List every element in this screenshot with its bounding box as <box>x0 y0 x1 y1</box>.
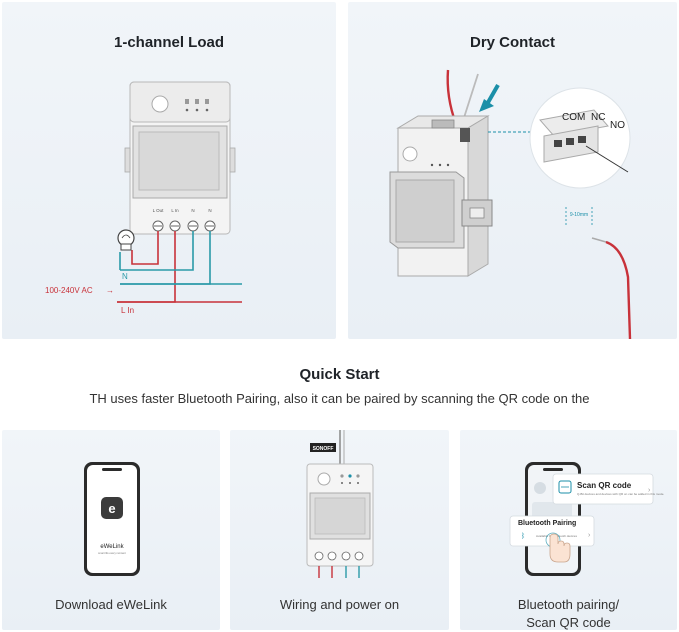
nc-label: NC <box>591 112 605 123</box>
bluetooth-pairing-title: Bluetooth Pairing <box>518 520 576 527</box>
dry-contact-diagram: COM NC NO 9-10mm <box>389 69 632 339</box>
device-wiring-illustration: SONOFF <box>306 430 374 578</box>
panel-dry-contact: Dry Contact C <box>348 2 677 339</box>
step-download-app: e eWeLink smart life every moment Downlo… <box>2 430 220 630</box>
scan-qr-desc: Q-Bit devices and devices with QR on can… <box>577 492 664 496</box>
chevron-right-icon: › <box>588 532 591 539</box>
no-label: NO <box>610 120 625 131</box>
qr-scan-icon <box>558 480 572 494</box>
pairing-illustration: Scan QR code Q-Bit devices and devices w… <box>509 462 664 576</box>
com-label: COM <box>562 112 585 123</box>
phone-app-illustration: e eWeLink smart life every moment <box>84 462 140 576</box>
line-in-label: L In <box>121 306 134 315</box>
step-caption-line2: Scan QR code <box>526 615 611 630</box>
app-name: eWeLink <box>100 544 124 550</box>
brand-label: SONOFF <box>313 446 334 452</box>
step-caption: Wiring and power on <box>279 597 400 612</box>
panel-one-channel-load: 1-channel Load L Out L In N N <box>2 2 336 339</box>
step-wiring: SONOFF Wiring and power on <box>230 430 449 630</box>
panel-title: 1-channel Load <box>113 34 225 51</box>
quick-start-title: Quick Start <box>299 366 380 383</box>
strip-length-label: 9-10mm <box>570 212 588 218</box>
app-tagline: smart life every moment <box>98 551 126 555</box>
tap-hand-icon <box>545 532 571 563</box>
chevron-right-icon: › <box>648 487 651 494</box>
panel-title: Dry Contact <box>469 34 555 51</box>
terminal-label: N <box>208 208 211 213</box>
step-pairing: Scan QR code Q-Bit devices and devices w… <box>460 430 677 630</box>
neutral-label: N <box>122 272 128 281</box>
scan-qr-title: Scan QR code <box>577 481 632 490</box>
one-channel-wiring-diagram: L Out L In N N N 100-240V AC → L In <box>45 81 242 315</box>
terminal-label: N <box>191 208 194 213</box>
ewelink-logo-icon: e <box>101 497 123 519</box>
svg-text:e: e <box>108 501 115 516</box>
ac-arrow-icon: → <box>106 286 114 295</box>
terminal-label: L Out <box>153 208 165 213</box>
bulb-icon <box>117 229 135 251</box>
insert-arrow-icon <box>479 84 500 112</box>
ac-voltage-label: 100-240V AC <box>45 286 93 295</box>
step-caption: Download eWeLink <box>55 597 167 612</box>
terminal-label: L In <box>171 208 179 213</box>
bluetooth-icon: ᛒ <box>521 532 525 540</box>
step-caption-line1: Bluetooth pairing/ <box>517 597 620 612</box>
quick-start-subtitle: TH uses faster Bluetooth Pairing, also i… <box>89 391 590 406</box>
